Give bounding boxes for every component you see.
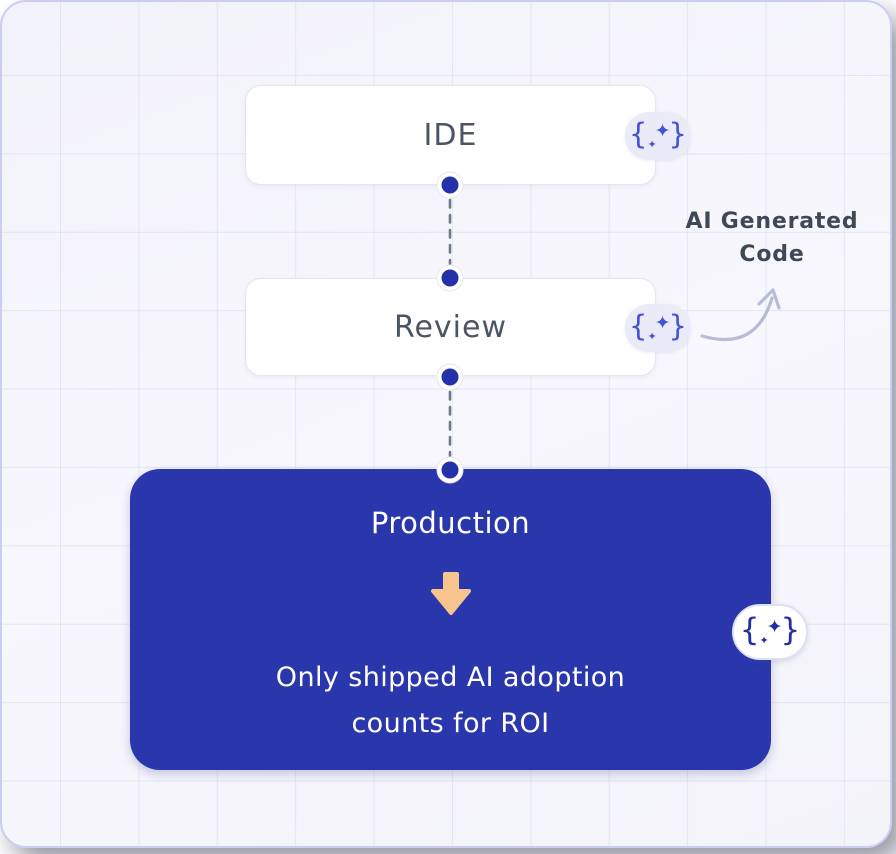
open-brace-glyph: {	[629, 116, 648, 151]
sparkles-icon: ✦ ✦	[647, 311, 671, 345]
annotation-ai-generated-code: AI Generated Code	[664, 205, 880, 271]
close-brace-glyph: }	[780, 611, 801, 648]
node-review: Review	[245, 278, 656, 376]
sparkles-icon: ✦ ✦	[759, 615, 783, 649]
node-production: Production Only shipped AI adoption coun…	[130, 469, 771, 770]
sparkle-large-icon: ✦	[766, 616, 783, 638]
ai-code-badge-review: { ✦ ✦ }	[625, 304, 691, 352]
node-ide-label: IDE	[423, 117, 478, 153]
sparkle-small-icon: ✦	[647, 330, 657, 343]
sparkle-small-icon: ✦	[759, 634, 769, 647]
down-arrow-icon	[430, 572, 471, 615]
sparkle-small-icon: ✦	[647, 138, 657, 151]
production-message-line2: counts for ROI	[351, 708, 550, 739]
node-review-label: Review	[393, 309, 508, 345]
production-title: Production	[370, 506, 531, 540]
production-message-line1: Only shipped AI adoption	[275, 662, 626, 693]
annotation-line2: Code	[739, 242, 805, 267]
sparkle-large-icon: ✦	[654, 120, 671, 142]
annotation-line1: AI Generated	[685, 209, 859, 234]
curved-arrow	[700, 288, 781, 342]
production-message: Only shipped AI adoption counts for ROI	[276, 655, 625, 747]
open-brace-glyph: {	[739, 611, 760, 648]
node-ide: IDE	[245, 85, 656, 185]
sparkle-large-icon: ✦	[654, 312, 671, 334]
close-brace-glyph: }	[668, 308, 687, 343]
open-brace-glyph: {	[629, 308, 648, 343]
close-brace-glyph: }	[668, 116, 687, 151]
ai-code-badge-ide: { ✦ ✦ }	[625, 112, 691, 160]
sparkles-icon: ✦ ✦	[647, 119, 671, 153]
ai-code-badge-production: { ✦ ✦ }	[732, 604, 808, 660]
